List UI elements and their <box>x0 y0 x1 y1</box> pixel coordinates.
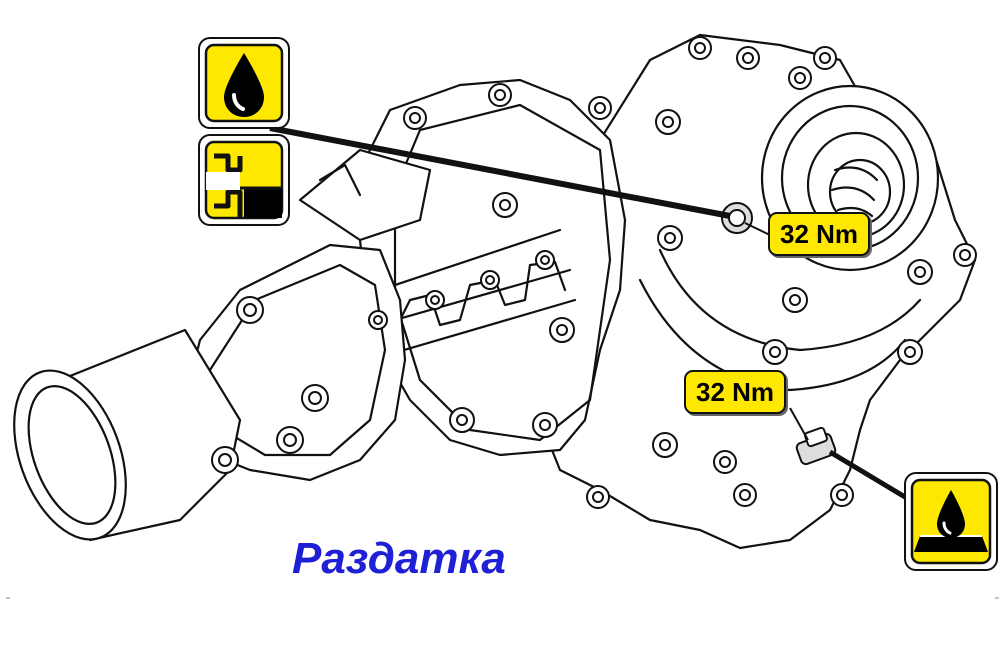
diagram-caption: Раздатка <box>292 534 506 583</box>
oil-drop-icon <box>198 37 290 129</box>
drain-oil-icon <box>904 472 998 571</box>
mid-housing <box>358 78 627 457</box>
torque-label-upper: 32 Nm <box>768 212 871 256</box>
fill-level-icon <box>198 134 290 226</box>
drain-plug-leader <box>828 449 912 503</box>
upper-torque-leader <box>744 222 773 237</box>
bolts <box>211 36 977 509</box>
torque-label-lower: 32 Nm <box>684 370 787 414</box>
fill-plug-leader <box>269 125 731 219</box>
drain-plug <box>795 426 837 466</box>
lower-torque-leader <box>789 407 809 441</box>
fill-plug <box>721 202 753 234</box>
